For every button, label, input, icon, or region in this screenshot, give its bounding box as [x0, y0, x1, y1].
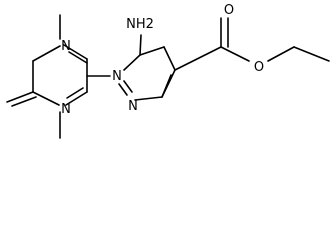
atom-label-n: N: [128, 99, 138, 114]
atom-label-n: N: [61, 39, 71, 54]
pyrazole-ring: [118, 34, 176, 101]
bond: [65, 91, 88, 106]
atom-label-o: O: [254, 60, 264, 75]
bond: [118, 83, 128, 96]
atom-label-amino: NH2: [126, 17, 154, 32]
bond: [220, 46, 250, 62]
bond: [123, 80, 133, 93]
bond: [293, 46, 330, 62]
bond: [32, 91, 60, 106]
bond: [161, 69, 176, 98]
bond: [6, 91, 34, 103]
bond: [63, 44, 88, 60]
bond: [32, 45, 61, 62]
bond: [267, 46, 295, 62]
bond: [123, 54, 141, 71]
bond: [134, 96, 163, 101]
ester-group: [174, 17, 330, 71]
amino-bond: [139, 34, 142, 56]
structure-canvas: N N N N NH2 O O: [6, 3, 330, 139]
pyrimidine-ring: [6, 14, 88, 139]
bond: [66, 87, 84, 99]
atom-label-n: N: [112, 69, 122, 84]
atom-label-n: N: [61, 102, 71, 117]
chemical-structure: N N N N NH2 O O: [6, 3, 330, 139]
atom-label-o: O: [224, 3, 234, 18]
bond: [11, 96, 37, 107]
bond: [139, 46, 165, 56]
bond: [174, 46, 222, 71]
bond: [68, 51, 88, 64]
bond: [163, 46, 176, 71]
